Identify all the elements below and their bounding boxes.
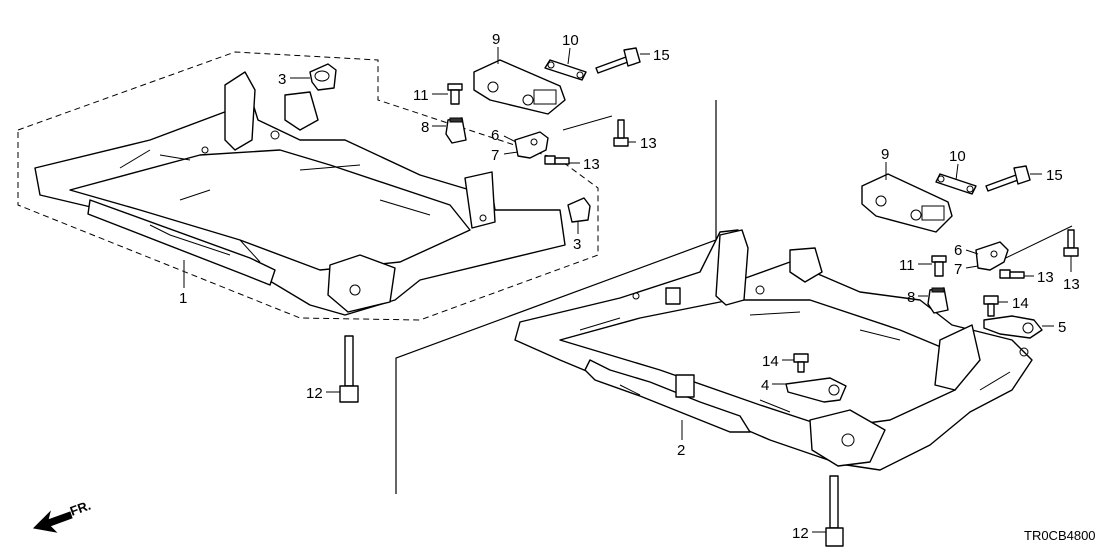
bracket-6-right [975,241,1009,271]
bolt-13-right-b [1063,229,1079,257]
leader-10-right [955,163,959,181]
callout-6-right: 6 [954,242,962,259]
callout-3-upper: 3 [278,71,286,88]
callout-9-right: 9 [881,146,889,163]
stopper-3-lower [567,197,591,223]
callout-3-lower: 3 [573,236,581,253]
leader-10-left [567,47,571,65]
callout-6-left: 6 [491,127,499,144]
callout-2: 2 [677,442,685,459]
bolt-13-left-b [544,155,570,165]
callout-10-left: 10 [562,32,579,49]
diagram-code: TR0CB4800 [1024,528,1096,543]
plate-5 [983,315,1043,339]
callout-14-a: 14 [1012,295,1029,312]
bolt-14-b [793,353,809,373]
callout-14-b: 14 [762,353,779,370]
callout-15-right: 15 [1046,167,1063,184]
callout-8-right: 8 [907,289,915,306]
callout-7-left: 7 [491,147,499,164]
callout-9-left: 9 [492,31,500,48]
subframe-left [34,71,566,316]
callout-15-left: 15 [653,47,670,64]
callout-7-right: 7 [954,261,962,278]
view-divider [395,100,717,494]
callout-11-left: 11 [413,87,429,104]
callout-13-left-b: 13 [583,156,600,173]
plate-4 [785,377,847,403]
grommet-8-left [445,117,467,144]
bolt-11-right [931,255,947,277]
bracket-6-left [514,131,549,159]
bolt-12-right [825,475,844,547]
stay-10-right [935,173,977,195]
grommet-8-right [927,287,949,314]
callout-1: 1 [179,290,187,307]
mount-9-left [473,59,566,115]
leader-7-left [503,151,519,155]
bolt-15-right [985,165,1031,192]
callout-10-right: 10 [949,148,966,165]
callout-13-left-a: 13 [640,135,657,152]
bolt-13-right-a [999,269,1025,279]
leader-6-right [965,249,979,255]
leader-13-left-a-group [562,115,613,131]
callout-12-left: 12 [306,385,323,402]
front-direction-arrow-icon [32,510,73,533]
mount-9-right [861,173,953,233]
bolt-14-a [983,295,999,317]
stopper-3-upper [309,63,337,91]
left-assembly-boundary [17,51,599,321]
callout-4: 4 [761,377,769,394]
leader-7-right [965,265,979,269]
callout-12-right: 12 [792,525,809,542]
stay-10-left [544,59,587,81]
subframe-right [514,229,1033,471]
leader-6-left [503,135,517,143]
bolt-12-left [339,335,359,403]
bolt-11-left [447,83,463,105]
callout-13-right-a: 13 [1037,269,1054,286]
callout-13-right-b: 13 [1063,276,1080,293]
direction-label: FR. [68,498,93,519]
callout-11-right: 11 [899,257,915,274]
callout-8-left: 8 [421,119,429,136]
bolt-13-left-a [613,119,629,147]
bolt-15-left [595,47,641,74]
callout-5: 5 [1058,319,1066,336]
